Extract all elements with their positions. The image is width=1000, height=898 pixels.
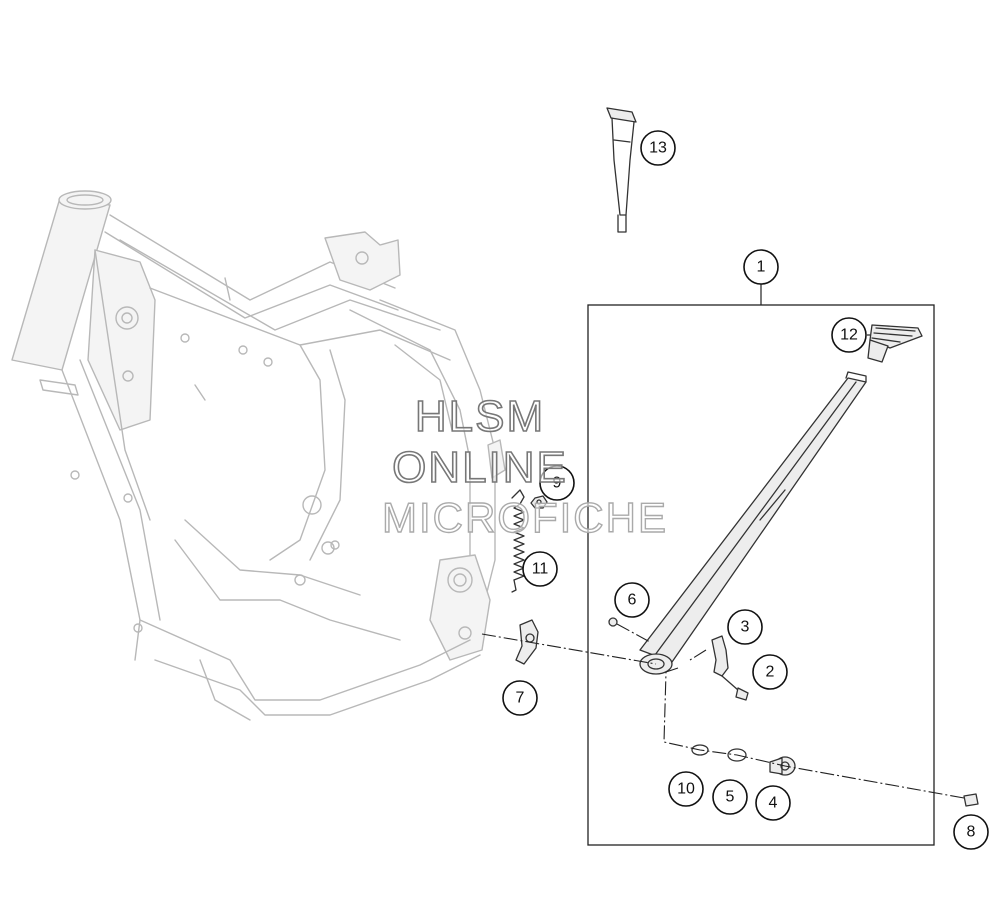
rubber-foot-pad bbox=[867, 324, 923, 363]
svg-text:2: 2 bbox=[766, 664, 775, 681]
callout-3: 3 bbox=[727, 609, 763, 645]
frame-illustration bbox=[11, 190, 506, 721]
small-screw bbox=[608, 617, 618, 627]
callout-1: 1 bbox=[743, 249, 779, 285]
side-stand-assembly-box bbox=[587, 284, 935, 846]
callout-8: 8 bbox=[953, 814, 989, 850]
svg-text:11: 11 bbox=[532, 561, 549, 578]
svg-text:4: 4 bbox=[769, 795, 778, 812]
stand-tool-part bbox=[606, 107, 637, 233]
svg-text:1: 1 bbox=[757, 259, 766, 276]
callout-7: 7 bbox=[502, 680, 538, 716]
callout-5: 5 bbox=[712, 779, 748, 815]
svg-text:6: 6 bbox=[628, 592, 637, 609]
callout-2: 2 bbox=[752, 654, 788, 690]
svg-text:13: 13 bbox=[649, 140, 667, 157]
nut-part bbox=[530, 495, 548, 509]
svg-text:3: 3 bbox=[741, 619, 750, 636]
bushing-part bbox=[769, 756, 796, 776]
washers bbox=[691, 744, 747, 762]
callout-11: 11 bbox=[522, 551, 558, 587]
svg-text:5: 5 bbox=[726, 789, 735, 806]
callout-9: 9 bbox=[539, 465, 575, 501]
callout-4: 4 bbox=[755, 785, 791, 821]
switch-part bbox=[711, 635, 749, 701]
svg-text:7: 7 bbox=[516, 690, 525, 707]
callout-10: 10 bbox=[668, 771, 704, 807]
svg-text:12: 12 bbox=[840, 327, 858, 344]
svg-text:8: 8 bbox=[967, 824, 976, 841]
svg-text:10: 10 bbox=[677, 781, 695, 798]
assembly-lines bbox=[481, 623, 965, 799]
bolt-part bbox=[963, 793, 979, 807]
callout-13: 13 bbox=[640, 130, 676, 166]
svg-text:9: 9 bbox=[553, 475, 562, 492]
callout-12: 12 bbox=[831, 317, 867, 353]
callout-6: 6 bbox=[614, 582, 650, 618]
spring-part bbox=[511, 489, 525, 593]
